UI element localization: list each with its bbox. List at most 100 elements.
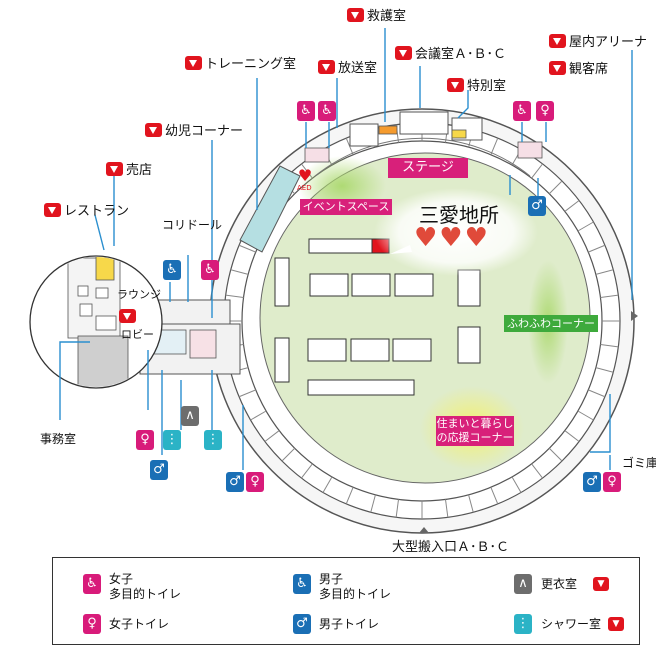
legend-shower: シャワー室: [541, 617, 601, 632]
label-housing[interactable]: 住まいと暮らし の応援コーナー: [436, 416, 514, 446]
seating-tick: [225, 294, 244, 299]
wheelchair-pink-icon: ♿: [318, 101, 336, 121]
label-emergency-room[interactable]: 救護室: [347, 8, 406, 25]
man-blue-icon: ♂: [293, 614, 311, 634]
marker-icon: [145, 123, 162, 137]
marker-icon: [447, 78, 464, 92]
legend-men-multi-line2: 多目的トイレ: [319, 587, 392, 601]
east-entrance-arrow: [631, 311, 638, 321]
label-special-room[interactable]: 特別室: [447, 78, 506, 95]
seating-tick: [595, 269, 614, 275]
man-blue-icon: ♂: [226, 472, 244, 492]
legend-women-multi-line1: 女子: [109, 572, 134, 586]
marker-icon: [44, 203, 61, 217]
heart-face-icon: ♥♥♥: [414, 223, 490, 253]
seating-tick: [531, 463, 543, 479]
seating-tick: [250, 410, 267, 421]
label-training-room[interactable]: トレーニング室: [185, 56, 296, 73]
hanger-gray-icon: ∧: [514, 574, 532, 594]
toilet-block-pink: [517, 141, 543, 159]
toilet-block-pink: [304, 147, 330, 163]
seating-tick: [588, 244, 606, 253]
shower-cyan-icon: ⋮: [204, 430, 222, 450]
office-block: [77, 335, 129, 387]
booths: [274, 238, 481, 396]
south-entrance-arrow: [419, 527, 429, 533]
seating-tick: [600, 343, 619, 348]
marker-icon: [318, 60, 335, 74]
training-room-strip: [239, 165, 301, 253]
marker-icon: [549, 34, 566, 48]
marker-lobby[interactable]: [119, 309, 139, 326]
seating-tick: [238, 389, 256, 398]
emergency-room-orange: [378, 125, 398, 135]
legend-box: ♿ 女子 多目的トイレ ♿ 男子 多目的トイレ ∧ 更衣室 ▼ ♀ 女子トイレ …: [52, 557, 640, 645]
legend-women: 女子トイレ: [109, 617, 169, 632]
mie-callout-pointer: [390, 245, 412, 254]
label-broadcast-room[interactable]: 放送室: [318, 60, 377, 77]
booth: [309, 273, 349, 297]
label-fuwafuwa[interactable]: ふわふわコーナー: [504, 315, 598, 332]
aed-label: AED: [297, 184, 312, 192]
seating-tick: [322, 476, 333, 493]
label-shop[interactable]: 売店: [106, 162, 152, 179]
leader-lines: [59, 28, 633, 470]
booth: [394, 273, 434, 297]
label-indoor-arena[interactable]: 屋内アリーナ: [549, 34, 647, 51]
booth: [350, 338, 390, 362]
seating-tick: [577, 410, 594, 421]
label-event-space[interactable]: イベントスペース: [300, 199, 392, 215]
legend-men-multi: 男子 多目的トイレ: [319, 572, 391, 602]
booth: [274, 257, 290, 307]
aed-heart-icon: ♥: [297, 166, 313, 185]
seating-tick: [531, 163, 543, 179]
booth: [307, 338, 347, 362]
label-restaurant[interactable]: レストラン: [44, 203, 129, 220]
meeting-room-block: [399, 111, 449, 135]
wheelchair-blue-icon: ♿: [163, 260, 181, 280]
woman-pink-icon: ♀: [603, 472, 621, 492]
seating-tick: [490, 137, 499, 155]
label-kids-corner[interactable]: 幼児コーナー: [145, 123, 243, 140]
legend-men-multi-line1: 男子: [319, 572, 344, 586]
woman-pink-icon: ♀: [536, 101, 554, 121]
label-lobby: ロビー: [121, 328, 154, 341]
legend-shower-text: シャワー室: [541, 617, 602, 631]
man-blue-icon: ♂: [583, 472, 601, 492]
red-down-triangle-icon: ▼: [593, 577, 609, 591]
legend-women-multi: 女子 多目的トイレ: [109, 572, 181, 602]
venue-floor-map: [29, 28, 638, 534]
seating-tick: [511, 476, 522, 493]
label-meeting-rooms[interactable]: 会議室Ａ･Ｂ･Ｃ: [395, 46, 506, 63]
booth: [457, 326, 481, 364]
hanger-gray-icon: ∧: [181, 406, 199, 426]
booth: [274, 337, 290, 383]
marker-icon: [185, 56, 202, 70]
legend-women-text: 女子トイレ: [109, 617, 170, 631]
legend-men: 男子トイレ: [319, 617, 379, 632]
label-stage[interactable]: ステージ: [388, 158, 468, 178]
seating-tick: [264, 430, 280, 442]
seating-tick: [345, 487, 354, 505]
seating-tick: [468, 494, 474, 513]
special-room-yellow: [451, 129, 467, 139]
lobby-pink: [189, 329, 217, 359]
seating-tick: [370, 494, 376, 513]
marker-icon: [347, 8, 364, 22]
label-seating[interactable]: 観客席: [549, 61, 608, 78]
label-garbage: ゴミ庫: [622, 456, 656, 470]
wheelchair-pink-icon: ♿: [513, 101, 531, 121]
label-office: 事務室: [40, 432, 77, 446]
seating-tick: [564, 430, 580, 442]
seating-tick: [230, 269, 249, 275]
mie-title[interactable]: 三愛地所: [419, 203, 499, 227]
seating-tick: [301, 463, 313, 479]
booth: [351, 273, 391, 297]
legend-women-multi-line2: 多目的トイレ: [109, 587, 182, 601]
woman-pink-icon: ♀: [246, 472, 264, 492]
label-housing-line2: の応援コーナー: [436, 431, 514, 444]
seating-tick: [588, 389, 606, 398]
label-corridor: コリドール: [162, 218, 223, 232]
seating-tick: [238, 244, 256, 253]
stage-arc: [314, 137, 531, 177]
